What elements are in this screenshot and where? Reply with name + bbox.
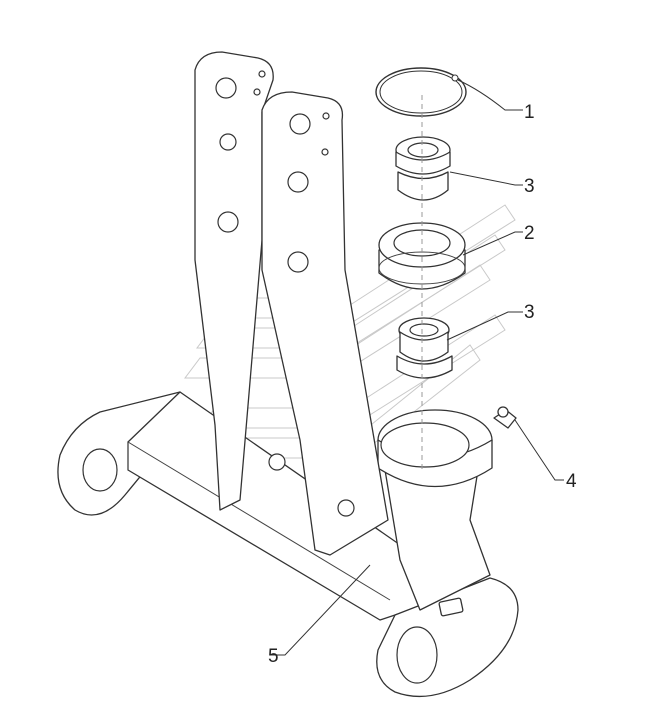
bushing-lower: [396, 317, 453, 379]
frame-left-plate: [194, 51, 274, 511]
callout-3-upper: 3: [524, 176, 535, 197]
frame-right-lug-hole: [396, 626, 438, 684]
leader-lines: [270, 79, 564, 656]
frame-right-plate: [261, 91, 389, 556]
callout-2: 2: [524, 223, 535, 244]
retaining-ring: [375, 67, 467, 117]
frame-right-lug-block: [438, 597, 464, 617]
housing-bore: [380, 422, 470, 468]
callout-1: 1: [524, 102, 535, 123]
callout-5: 5: [268, 646, 279, 667]
callout-3-lower: 3: [524, 302, 535, 323]
callout-4: 4: [566, 471, 577, 492]
bushing-upper: [395, 136, 451, 201]
frame-left-lug-hole: [82, 448, 118, 492]
grease-nipple: [493, 406, 517, 429]
frame-assembly: [57, 51, 519, 698]
